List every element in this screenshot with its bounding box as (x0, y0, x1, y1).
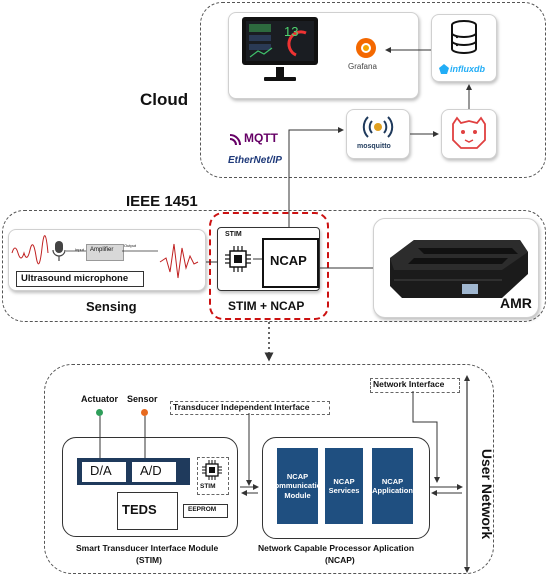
network-interface-box (370, 378, 460, 393)
sensor-label: Sensor (127, 394, 158, 404)
tiger-icon (447, 114, 491, 154)
stim-caption-2: (STIM) (136, 555, 162, 565)
actuator-label: Actuator (81, 394, 119, 404)
input-waveform-icon (11, 235, 49, 268)
ieee-region (2, 210, 546, 322)
monitor-icon (240, 15, 320, 87)
tii-box (170, 401, 330, 415)
sensing-label: Sensing (86, 299, 137, 314)
output-waveform-icon (159, 238, 199, 284)
amplifier-block (86, 244, 124, 261)
network-interface-label: Network Interface (373, 379, 445, 389)
da-block (81, 461, 127, 483)
dashboard-value: 13 (284, 24, 299, 39)
arrow-ncap-to-mosquitto (288, 127, 344, 227)
ncap-block (262, 238, 319, 288)
ad-label: A/D (140, 463, 162, 478)
tii-label: Transducer Independent Interface (173, 402, 310, 412)
mosquitto-icon (360, 113, 396, 141)
robot-icon (384, 222, 530, 310)
ncap-module-box (262, 437, 430, 539)
stim-label: STIM (225, 231, 242, 238)
ncap-app-label: NCAP Application (372, 476, 413, 495)
teds-label: TEDS (122, 502, 157, 517)
ncap-caption-2: (NCAP) (325, 555, 355, 565)
mosquitto-label: mosquitto (357, 143, 391, 150)
eeprom-label: EEPROM (188, 506, 217, 513)
ncap-label: NCAP (270, 253, 307, 268)
microphone-icon (52, 240, 66, 262)
influxdb-logo-icon (439, 64, 449, 74)
eeprom-block (183, 504, 228, 518)
stim-chip-label: STIM (200, 483, 216, 490)
amplifier-label: Amplifier (90, 247, 114, 253)
cloud-title: Cloud (140, 90, 189, 109)
ncap-services-label: NCAP Services (328, 476, 360, 495)
stim-module-box (62, 437, 238, 537)
detail-region (44, 364, 494, 574)
mqtt-icon (229, 133, 242, 146)
microphone-label: Ultrasound microphone (21, 273, 129, 284)
stim-chip-icon (200, 458, 224, 482)
amplifier-output-label: Output (124, 243, 137, 248)
ethernet-ip-label: EtherNet/IP (228, 155, 282, 166)
stim-caption-1: Smart Transducer Interface Module (76, 543, 219, 553)
ncap-app-block: NCAP Application (372, 448, 413, 524)
amr-label: AMR (500, 295, 532, 311)
ncap-caption-1: Network Capable Processor Aplication (258, 543, 415, 553)
stim-ncap-highlight (209, 212, 329, 320)
cloud-region (200, 2, 546, 178)
ncap-comm-block: NCAP Communication Module (269, 448, 326, 524)
mosquitto-card (346, 109, 410, 159)
microphone-label-box (16, 271, 144, 287)
grafana-label: Grafana (348, 62, 377, 71)
stim-ncap-label: STIM + NCAP (228, 299, 305, 313)
network-interface-pointer (412, 391, 440, 483)
grafana-icon (354, 36, 378, 60)
chip-icon (223, 244, 253, 274)
actuator-dot (96, 409, 103, 416)
ncap-comm-label: NCAP Communication Module (269, 471, 326, 500)
database-icon (450, 19, 478, 57)
influxdb-label: influxdb (450, 64, 485, 74)
teds-block (117, 492, 178, 530)
da-label: D/A (90, 463, 112, 478)
mqtt-label: MQTT (244, 131, 278, 145)
stim-chip-box (197, 457, 229, 495)
amplifier-input-label: Input (75, 247, 84, 252)
ncap-services-block: NCAP Services (325, 448, 363, 524)
flow-engine-card (441, 109, 497, 159)
sensor-dot (141, 409, 148, 416)
ad-block (131, 461, 177, 483)
ieee-title: IEEE 1451 (126, 193, 198, 210)
